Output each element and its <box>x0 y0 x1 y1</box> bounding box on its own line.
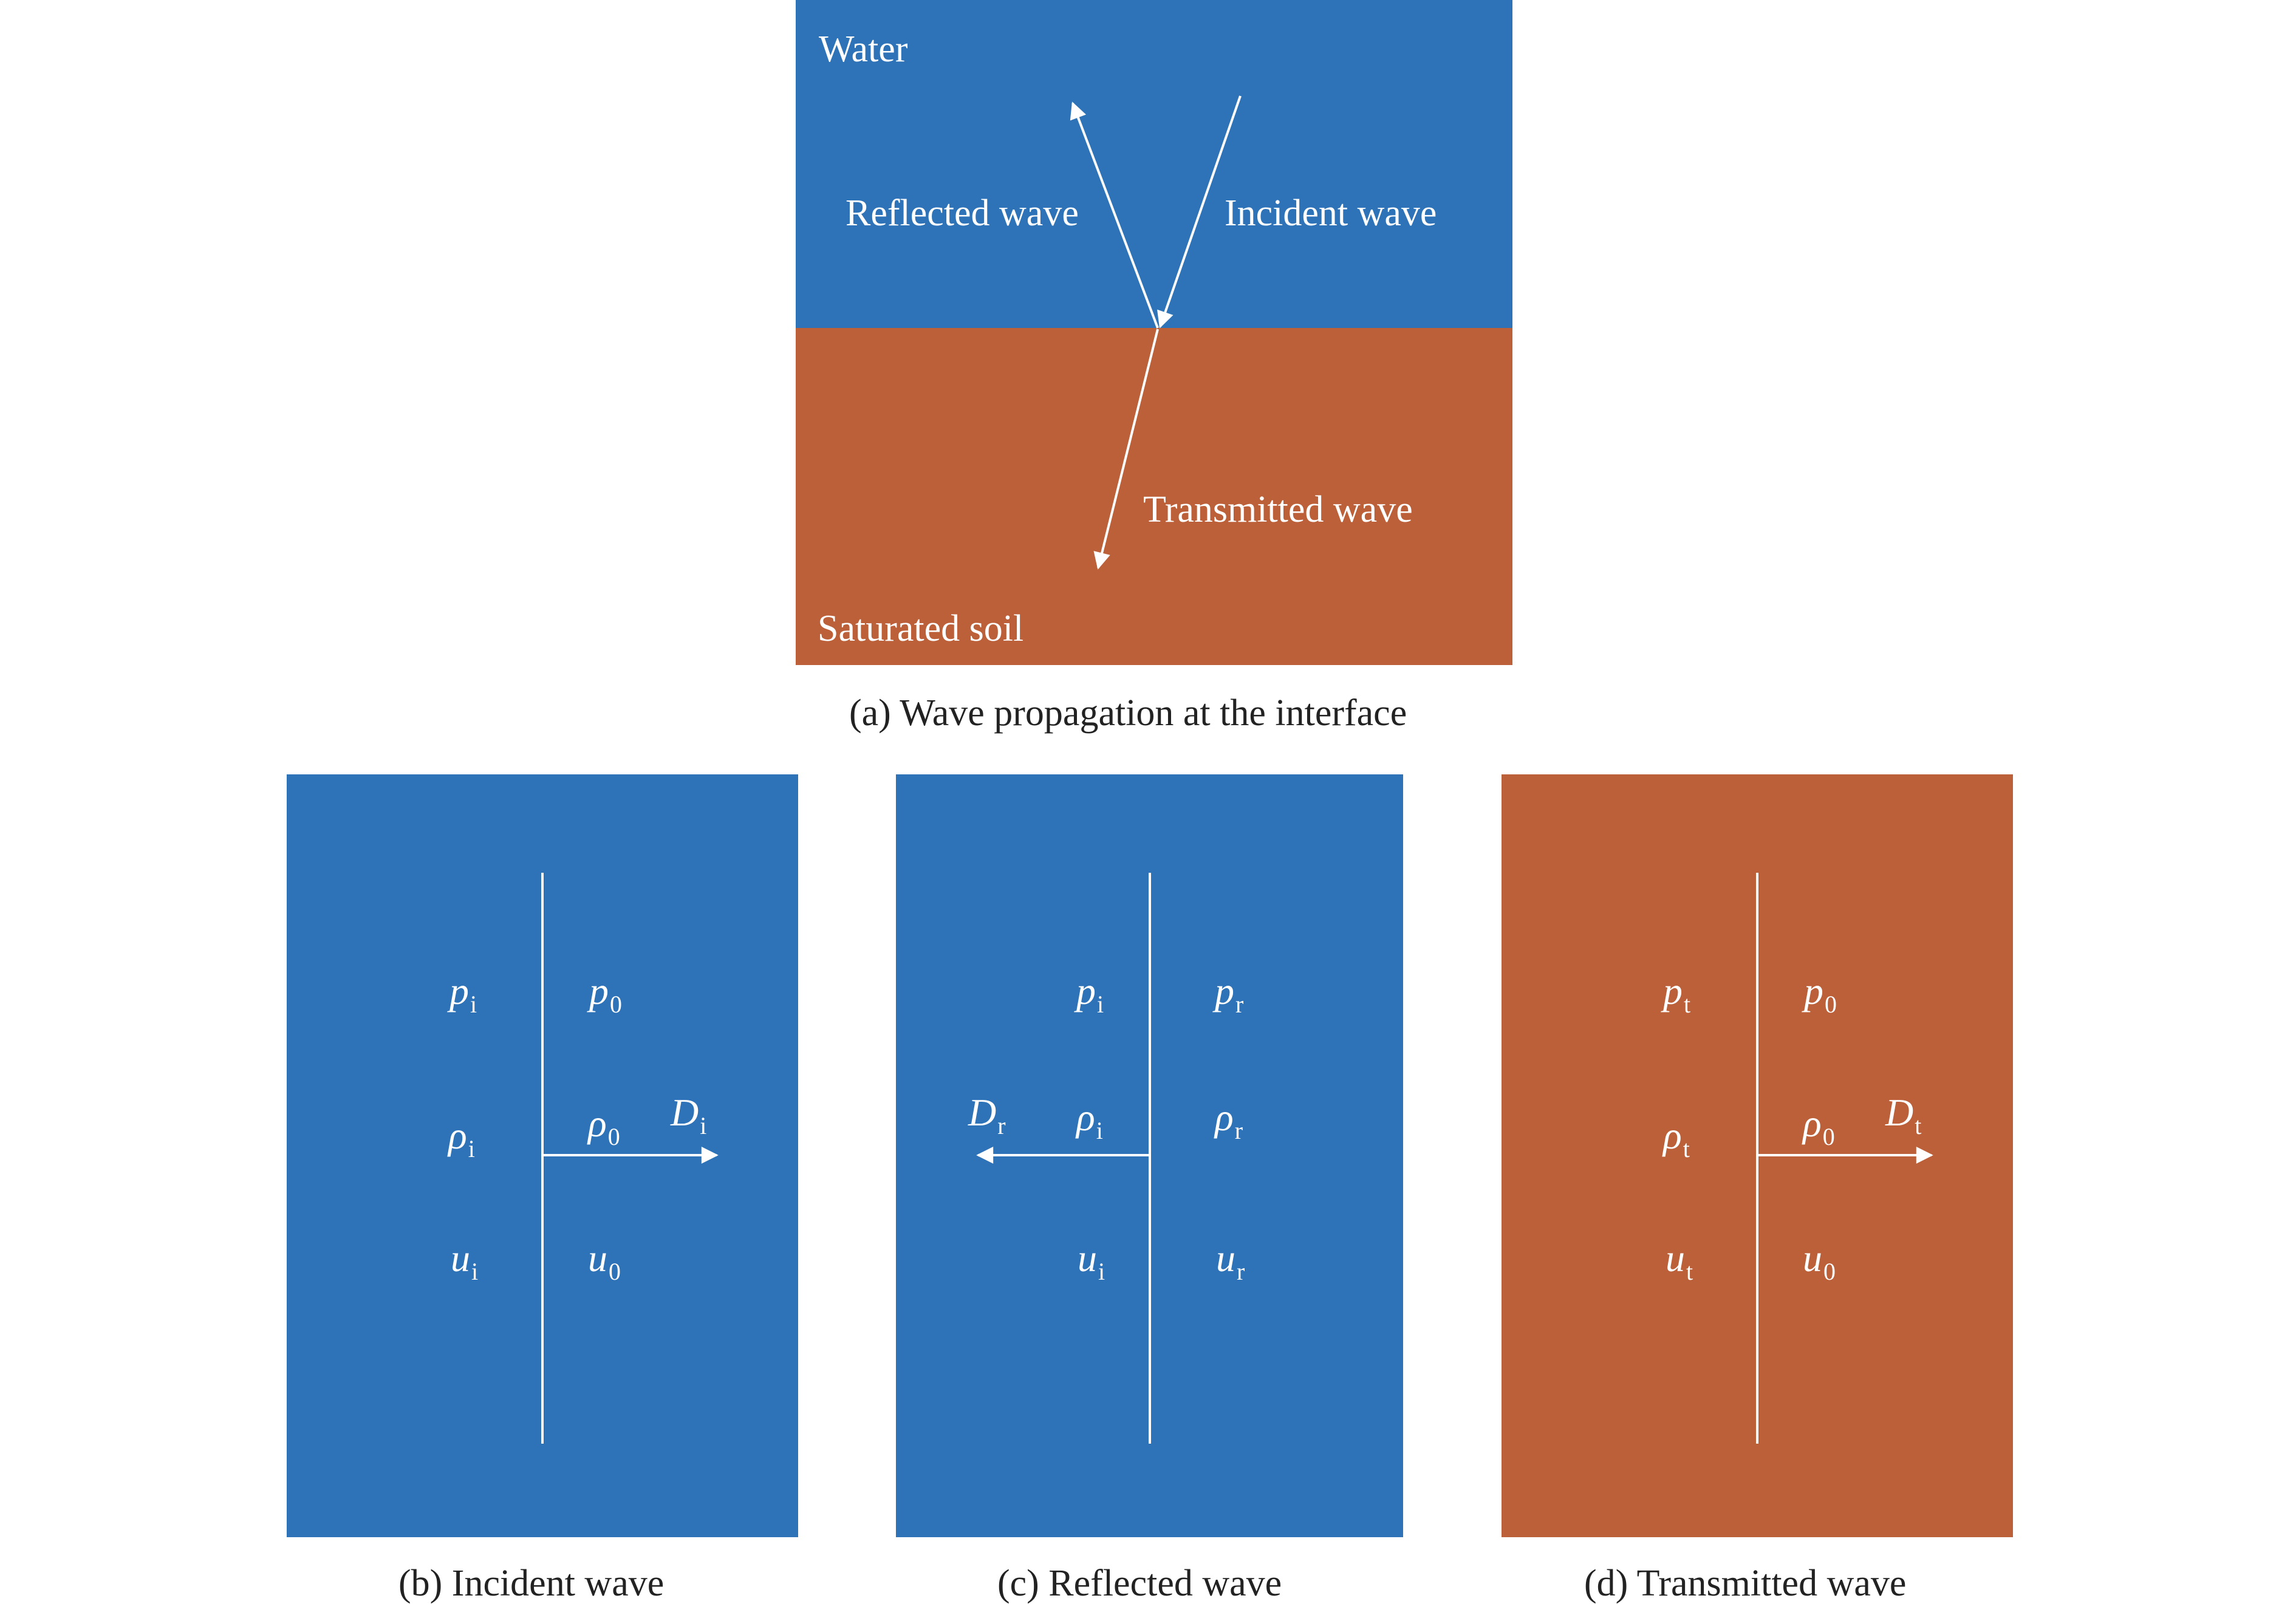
arrow-label-d: Dt <box>1885 1091 1922 1139</box>
transmitted-wave-ray <box>1093 329 1159 570</box>
caption-d: (d) Transmitted wave <box>1584 1563 1907 1604</box>
pressure-right-c: pr <box>1215 969 1244 1018</box>
velocity-left-b: ui <box>451 1237 479 1285</box>
caption-c: (c) Reflected wave <box>997 1563 1282 1604</box>
reflected-wave-ray <box>1070 101 1159 329</box>
caption-b: (b) Incident wave <box>398 1563 665 1604</box>
velocity-left-c: ui <box>1078 1237 1105 1285</box>
incident-wave-label: Incident wave <box>1225 193 1437 234</box>
velocity-left-d: ut <box>1666 1237 1693 1285</box>
water-region <box>796 0 1512 328</box>
pressure-left-c: pi <box>1076 969 1104 1018</box>
pressure-right-b: p0 <box>589 969 622 1018</box>
density-right-c: ρr <box>1215 1096 1243 1144</box>
pressure-left-b: pi <box>449 969 477 1018</box>
water-label: Water <box>819 29 908 70</box>
velocity-right-d: u0 <box>1803 1237 1836 1285</box>
velocity-right-c: ur <box>1216 1237 1245 1285</box>
density-left-c: ρi <box>1076 1096 1103 1144</box>
caption-a: (a) Wave propagation at the interface <box>849 692 1407 734</box>
pressure-right-d: p0 <box>1804 969 1837 1018</box>
transmitted-wave-label: Transmitted wave <box>1143 489 1413 530</box>
incident-wave-ray <box>1157 95 1242 329</box>
arrow-label-b: Di <box>671 1091 707 1139</box>
density-left-d: ρt <box>1663 1114 1690 1162</box>
saturated-soil-label: Saturated soil <box>818 608 1024 649</box>
density-left-b: ρi <box>448 1114 475 1162</box>
reflected-wave-label: Reflected wave <box>846 193 1079 234</box>
arrow-label-c: Dr <box>968 1091 1006 1139</box>
saturated-soil-region <box>796 328 1512 665</box>
pressure-left-d: pt <box>1663 969 1691 1018</box>
density-right-d: ρ0 <box>1803 1102 1835 1150</box>
velocity-right-b: u0 <box>588 1237 621 1285</box>
density-right-b: ρ0 <box>588 1102 620 1150</box>
